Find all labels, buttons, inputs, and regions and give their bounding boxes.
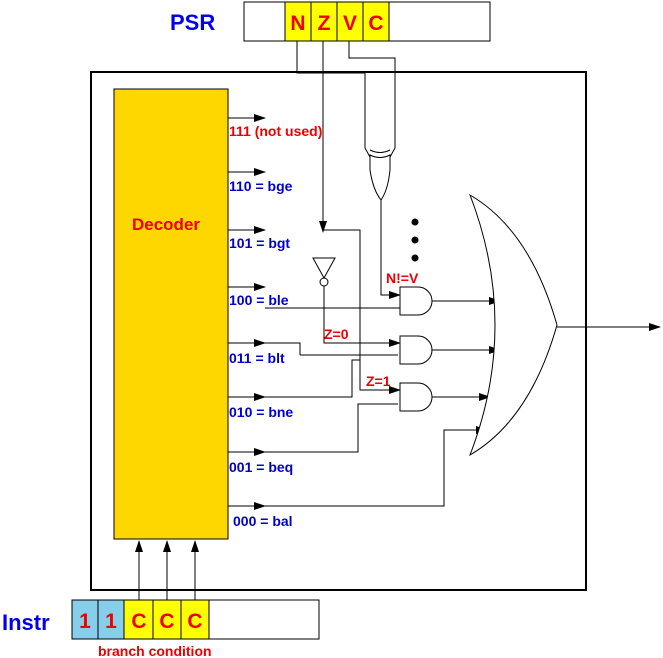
output-label-001: 001 = beq (229, 459, 293, 475)
instr-cond-bit-3: C (187, 610, 202, 633)
label-z-eq-1: Z=1 (366, 373, 391, 389)
wire-v (348, 41, 396, 158)
output-label-010: 010 = bne (229, 404, 293, 420)
instr-label: Instr (2, 610, 50, 635)
ellipsis-dot (411, 254, 419, 262)
branch-condition-caption: branch condition (98, 643, 212, 658)
instr-cond-cell-1 (123, 599, 154, 640)
label-z-eq-0: Z=0 (324, 326, 349, 342)
inverter-output-wire (323, 286, 398, 344)
decoder-output-labels: 111 (not used) 110 = bge 101 = bgt 100 =… (229, 123, 322, 529)
psr-label: PSR (170, 10, 215, 35)
wire-n (296, 41, 371, 158)
instr-opcode-cell-1 (71, 599, 99, 640)
psr-bit-c-cell (362, 1, 390, 42)
wire-blt-to-and2 (265, 342, 301, 355)
output-label-101: 101 = bgt (229, 235, 290, 251)
instr-opcode-bit-2: 1 (105, 610, 117, 633)
psr-bit-n-cell (284, 1, 312, 42)
and-gate-1 (399, 286, 433, 316)
ellipsis-dot (411, 218, 419, 226)
psr-bit-c: C (368, 12, 383, 35)
instr-cond-cell-3 (180, 599, 210, 640)
instr-cond-bit-1: C (131, 610, 146, 633)
psr-bit-n: N (290, 12, 305, 35)
label-n-ne-v: N!=V (386, 270, 419, 286)
psr-bits: N Z V C (284, 1, 390, 42)
output-label-111: 111 (not used) (229, 123, 322, 139)
and-gate-2 (399, 335, 433, 365)
wire-beq-to-and3 (265, 403, 398, 453)
decoder-output-arrows (228, 114, 266, 510)
wire-z-direct (323, 229, 398, 391)
logic-box (90, 71, 587, 591)
or-gate (469, 193, 558, 457)
ellipsis-dot (411, 236, 419, 244)
output-label-100: 100 = ble (229, 292, 289, 308)
decoder-block (113, 88, 229, 540)
psr-bit-z: Z (318, 12, 331, 35)
psr-bit-v: V (343, 12, 357, 35)
xor-gate (369, 149, 391, 201)
instr-opcode-cell-2 (97, 599, 125, 640)
psr-bit-z-cell (310, 1, 338, 42)
output-label-000: 000 = bal (233, 513, 293, 529)
instr-cond-bit-2: C (159, 610, 174, 633)
and-gate-3 (399, 382, 433, 412)
wire-bne-to-and3 (265, 359, 360, 398)
wire-bal-to-or (265, 429, 487, 507)
output-label-011: 011 = blt (229, 350, 285, 366)
instr-opcode-bit-1: 1 (79, 610, 91, 633)
output-label-110: 110 = bge (229, 178, 293, 194)
decoder-label: Decoder (132, 215, 200, 234)
inverter-gate (312, 257, 336, 287)
psr-wires (296, 41, 396, 233)
